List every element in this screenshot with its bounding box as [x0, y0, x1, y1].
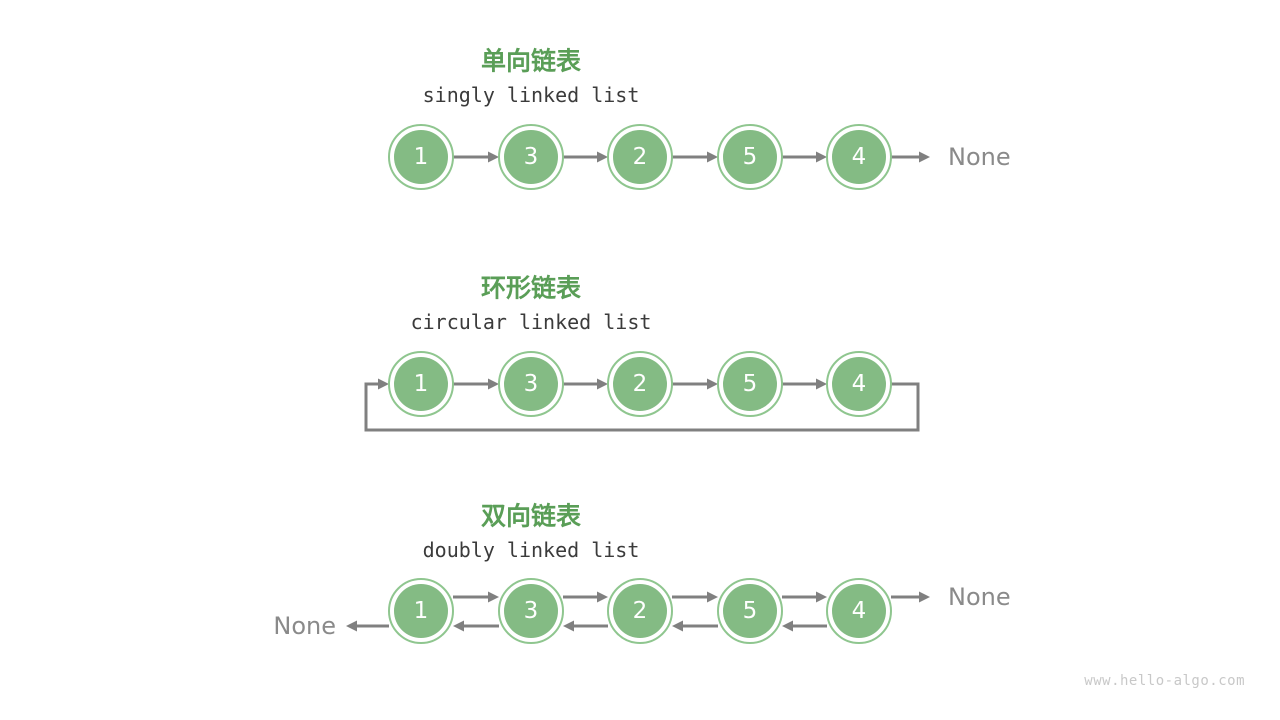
list-node[interactable]: 5 — [717, 351, 783, 417]
list-node[interactable]: 4 — [826, 578, 892, 644]
arrow-head-none — [346, 620, 389, 632]
section-title-en: singly linked list — [423, 83, 640, 107]
node-value-label: 3 — [524, 598, 539, 624]
list-node[interactable]: 3 — [498, 351, 564, 417]
arrow-backward — [453, 620, 499, 632]
node-value-label: 2 — [633, 598, 648, 624]
node-value-label: 4 — [852, 598, 867, 624]
section-circular: 环形链表 circular linked list 1 3 2 5 4 — [364, 274, 920, 432]
tail-none-label: None — [948, 143, 1011, 171]
arrow-next — [453, 378, 499, 390]
arrow-forward — [453, 591, 499, 603]
arrow-next — [672, 151, 718, 163]
arrow-backward — [782, 620, 827, 632]
arrow-next — [563, 151, 608, 163]
list-node[interactable]: 4 — [826, 124, 892, 190]
node-value-label: 4 — [852, 144, 867, 170]
node-value-label: 5 — [743, 371, 758, 397]
watermark-label: www.hello-algo.com — [1084, 673, 1245, 689]
list-node[interactable]: 2 — [607, 351, 673, 417]
arrow-forward — [672, 591, 718, 603]
node-value-label: 5 — [743, 598, 758, 624]
head-none-label: None — [273, 612, 336, 640]
arrow-tail-none — [891, 591, 930, 603]
arrow-forward — [782, 591, 827, 603]
node-value-label: 1 — [414, 598, 429, 624]
arrow-backward — [672, 620, 718, 632]
list-node[interactable]: 3 — [498, 578, 564, 644]
node-value-label: 2 — [633, 371, 648, 397]
arrow-next — [782, 378, 827, 390]
node-value-label: 2 — [633, 144, 648, 170]
section-title-en: circular linked list — [411, 310, 652, 334]
node-value-label: 3 — [524, 144, 539, 170]
loop-back-path — [364, 378, 920, 432]
section-title-cn: 单向链表 — [481, 47, 582, 76]
arrow-next — [563, 378, 608, 390]
list-node[interactable]: 2 — [607, 578, 673, 644]
section-title-cn: 双向链表 — [481, 502, 582, 531]
section-title-en: doubly linked list — [423, 538, 640, 562]
arrow-backward — [563, 620, 608, 632]
arrow-next — [782, 151, 827, 163]
node-value-label: 1 — [414, 371, 429, 397]
node-value-label: 3 — [524, 371, 539, 397]
node-value-label: 4 — [852, 371, 867, 397]
list-node[interactable]: 5 — [717, 124, 783, 190]
arrow-tail-none — [891, 151, 930, 163]
node-value-label: 1 — [414, 144, 429, 170]
list-node[interactable]: 5 — [717, 578, 783, 644]
tail-none-label: None — [948, 583, 1011, 611]
list-node[interactable]: 4 — [826, 351, 892, 417]
list-node[interactable]: 1 — [388, 351, 454, 417]
arrow-forward — [563, 591, 608, 603]
arrow-next — [453, 151, 499, 163]
list-node[interactable]: 3 — [498, 124, 564, 190]
section-title-cn: 环形链表 — [481, 274, 582, 303]
list-node[interactable]: 1 — [388, 578, 454, 644]
node-value-label: 5 — [743, 144, 758, 170]
list-node[interactable]: 2 — [607, 124, 673, 190]
arrow-next — [672, 378, 718, 390]
list-node[interactable]: 1 — [388, 124, 454, 190]
